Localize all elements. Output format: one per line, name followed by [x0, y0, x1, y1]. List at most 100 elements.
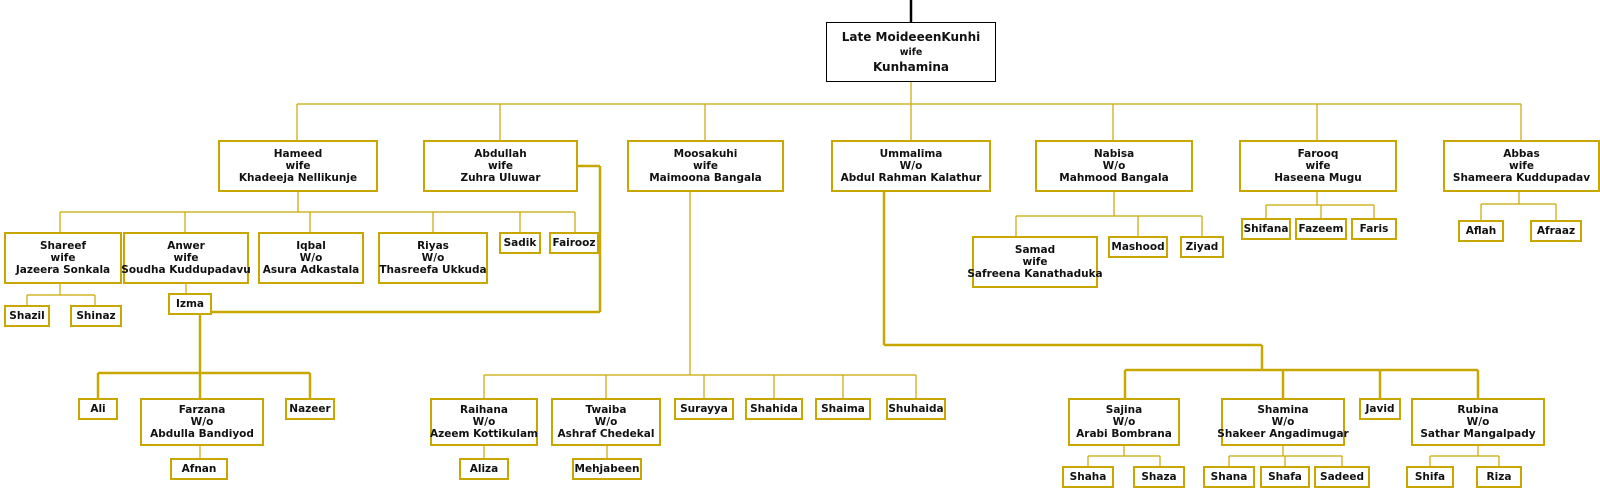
- person-box-twaiba: Twaiba W/o Ashraf Chedekal: [551, 398, 661, 446]
- person-box-abdullah: Abdullah wife Zuhra Uluwar: [423, 140, 578, 192]
- person-name: Shuhaida: [888, 403, 944, 415]
- spouse-name: Maimoona Bangala: [649, 172, 762, 184]
- person-box-riyas: Riyas W/o Thasreefa Ukkuda: [378, 232, 488, 284]
- person-name: Riyas: [417, 240, 449, 252]
- person-box-mehjabeen: Mehjabeen: [572, 458, 642, 480]
- person-box-shaha: Shaha: [1062, 466, 1114, 488]
- relation-label: W/o: [190, 416, 214, 428]
- person-name: Iqbal: [296, 240, 326, 252]
- relation-label: W/o: [421, 252, 445, 264]
- person-box-shaza: Shaza: [1133, 466, 1185, 488]
- person-box-shana: Shana: [1203, 466, 1255, 488]
- person-name: Fazeem: [1298, 223, 1344, 235]
- person-box-moosakuhi: Moosakuhi wife Maimoona Bangala: [627, 140, 784, 192]
- person-name: Abbas: [1503, 148, 1540, 160]
- person-name: Ali: [90, 403, 106, 415]
- relation-label: wife: [285, 160, 311, 172]
- person-box-faris: Faris: [1351, 218, 1397, 240]
- person-box-shareef: Shareef wife Jazeera Sonkala: [4, 232, 122, 284]
- spouse-name: Kunhamina: [872, 59, 950, 74]
- person-name: Afraaz: [1536, 225, 1576, 237]
- person-name: Farooq: [1297, 148, 1339, 160]
- person-name: Ummalima: [879, 148, 943, 160]
- relation-label: W/o: [1102, 160, 1126, 172]
- person-box-abbas: Abbas wife Shameera Kuddupadav: [1443, 140, 1600, 192]
- person-name: Sajina: [1105, 404, 1143, 416]
- person-box-sajina: Sajina W/o Arabi Bombrana: [1068, 398, 1180, 446]
- person-box-ali: Ali: [78, 398, 118, 420]
- person-name: Mehjabeen: [574, 463, 640, 475]
- relation-label: W/o: [472, 416, 496, 428]
- person-box-afnan: Afnan: [170, 458, 228, 480]
- relation-label: W/o: [1466, 416, 1490, 428]
- person-box-fairooz: Fairooz: [549, 232, 599, 254]
- person-name: Surayya: [680, 403, 728, 415]
- person-name: Afnan: [181, 463, 217, 475]
- person-name: Anwer: [167, 240, 205, 252]
- relation-label: W/o: [899, 160, 923, 172]
- person-box-ummalima: Ummalima W/o Abdul Rahman Kalathur: [831, 140, 991, 192]
- person-box-shinaz: Shinaz: [70, 305, 122, 327]
- person-name: Aflah: [1465, 225, 1497, 237]
- spouse-name: Jazeera Sonkala: [15, 264, 111, 276]
- relation-label: W/o: [1271, 416, 1295, 428]
- person-name: Rubina: [1457, 404, 1499, 416]
- person-box-shafa: Shafa: [1260, 466, 1310, 488]
- spouse-name: Shameera Kuddupadav: [1452, 172, 1591, 184]
- person-box-anwer: Anwer wife Soudha Kuddupadavu: [121, 232, 251, 284]
- person-box-shaima: Shaima: [815, 398, 871, 420]
- person-name: Hameed: [273, 148, 323, 160]
- person-name: Izma: [175, 298, 205, 310]
- person-box-shazil: Shazil: [4, 305, 50, 327]
- relation-label: W/o: [594, 416, 618, 428]
- spouse-name: Mahmood Bangala: [1059, 172, 1169, 184]
- spouse-name: Asura Adkastala: [262, 264, 360, 276]
- spouse-name: Thasreefa Ukkuda: [379, 264, 487, 276]
- person-name: Shana: [1210, 471, 1248, 483]
- spouse-name: Abdul Rahman Kalathur: [840, 172, 982, 184]
- person-box-sadik: Sadik: [499, 232, 541, 254]
- person-box-nazeer: Nazeer: [285, 398, 335, 420]
- person-box-shahida: Shahida: [745, 398, 803, 420]
- person-name: Aliza: [469, 463, 499, 475]
- person-name: Fairooz: [552, 237, 596, 249]
- relation-label: W/o: [1112, 416, 1136, 428]
- person-box-aflah: Aflah: [1458, 220, 1504, 242]
- person-name: Sadik: [503, 237, 537, 249]
- person-name: Shinaz: [76, 310, 116, 322]
- person-name: Raihana: [460, 404, 508, 416]
- spouse-name: Haseena Mugu: [1274, 172, 1362, 184]
- person-box-farooq: Farooq wife Haseena Mugu: [1239, 140, 1397, 192]
- person-name: Farzana: [178, 404, 226, 416]
- person-box-shifa: Shifa: [1406, 466, 1454, 488]
- spouse-name: Safreena Kanathaduka: [967, 268, 1103, 280]
- relation-label: W/o: [299, 252, 323, 264]
- person-name: Late MoideeenKunhi: [841, 29, 981, 44]
- person-name: Mashood: [1111, 241, 1165, 253]
- relation-label: wife: [488, 160, 513, 172]
- person-box-ziyad: Ziyad: [1180, 236, 1224, 258]
- person-name: Shafa: [1268, 471, 1302, 483]
- spouse-name: Soudha Kuddupadavu: [121, 264, 251, 276]
- person-box-hameed: Hameed wife Khadeeja Nellikunje: [218, 140, 378, 192]
- person-name: Ziyad: [1185, 241, 1219, 253]
- person-box-sadeed: Sadeed: [1314, 466, 1370, 488]
- person-box-shamina: Shamina W/o Shakeer Angadimugar: [1217, 398, 1349, 446]
- relation-label: wife: [1022, 256, 1048, 268]
- relation-label: wife: [1305, 160, 1331, 172]
- person-name: Riza: [1486, 471, 1512, 483]
- spouse-name: Sathar Mangalpady: [1420, 428, 1536, 440]
- person-name: Shazil: [9, 310, 45, 322]
- person-box-samad: Samad wife Safreena Kanathaduka: [967, 236, 1103, 288]
- person-name: Shaha: [1069, 471, 1107, 483]
- relation-label: wife: [50, 252, 76, 264]
- person-name: Shaima: [821, 403, 865, 415]
- person-box-riza: Riza: [1476, 466, 1522, 488]
- person-box-farzana: Farzana W/o Abdulla Bandiyod: [140, 398, 264, 446]
- relation-label: wife: [693, 160, 718, 172]
- person-name: Shaza: [1141, 471, 1177, 483]
- relation-label: wife: [173, 252, 199, 264]
- person-name: Faris: [1359, 223, 1389, 235]
- person-box-aliza: Aliza: [459, 458, 509, 480]
